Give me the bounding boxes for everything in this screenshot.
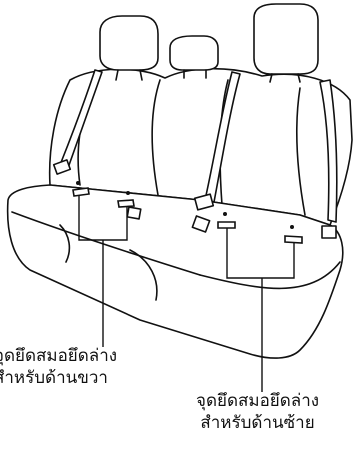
center-buckle-2 <box>126 206 142 220</box>
anchor-marker-right-a <box>76 181 80 185</box>
belt-buckle-right <box>52 159 72 175</box>
seat-belt-outer <box>319 79 338 223</box>
headrest-right-seat <box>99 15 159 71</box>
callout-right-line1: จุดยึดสมอยึดล่าง <box>0 346 118 366</box>
callout-label-left-lower-anchor: จุดยึดสมอยึดล่าง สำหรับด้านซ้าย <box>196 390 319 434</box>
anchor-marker-right-b <box>126 191 130 195</box>
callout-left-line1: จุดยึดสมอยึดล่าง <box>196 391 320 411</box>
lower-anchor-right-1 <box>72 187 90 197</box>
headrest-center-seat <box>169 35 219 71</box>
seat-belt-left <box>204 71 241 203</box>
headrest-left-seat <box>253 3 319 75</box>
seat-cushion <box>6 184 344 359</box>
lower-anchor-left-2 <box>284 235 303 244</box>
callout-bracket-left <box>226 228 295 279</box>
belt-buckle-outer <box>321 225 337 239</box>
lower-anchor-right-2 <box>117 199 135 208</box>
anchor-marker-left-a <box>223 212 227 216</box>
callout-left-line2: สำหรับด้านซ้าย <box>200 413 315 433</box>
belt-buckle-left <box>193 193 215 211</box>
callout-label-right-lower-anchor: จุดยึดสมอยึดล่าง สำหรับด้านขวา <box>0 345 117 389</box>
lower-anchor-left-1 <box>217 221 236 229</box>
seatback-outline <box>48 67 353 226</box>
anchor-marker-left-b <box>290 225 294 229</box>
callout-right-line2: สำหรับด้านขวา <box>0 368 108 388</box>
center-buckle <box>191 215 211 233</box>
